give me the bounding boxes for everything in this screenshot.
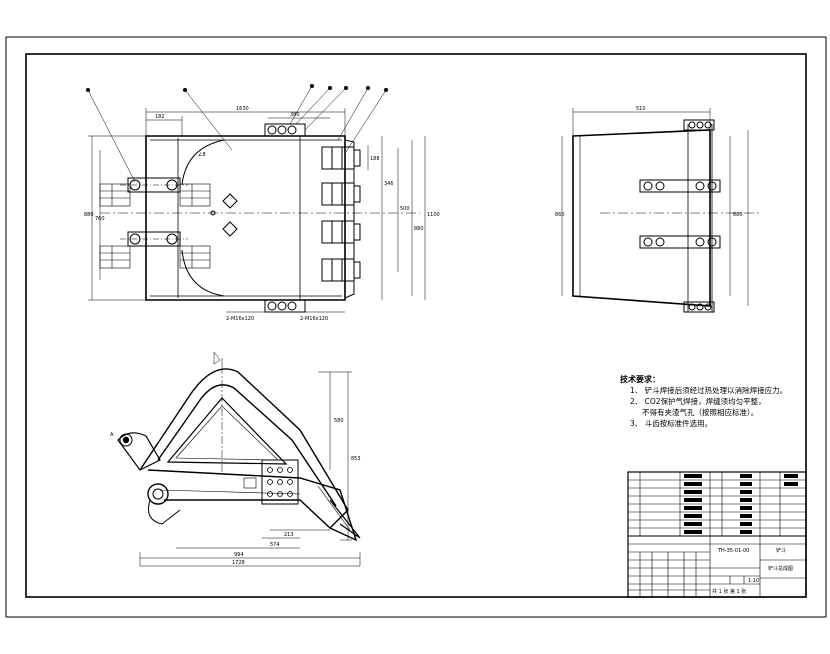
top-view-dimension-labels: 1630 182 380 188 346 500 880 1100 880 76… <box>84 106 440 322</box>
dim-bottom-b4: 1728 <box>232 560 245 566</box>
dim-bottom-weld1: 2-M16x120 <box>226 316 254 322</box>
elevation-dimension-labels: 213 574 994 1728 580 853 A <box>110 418 361 566</box>
note-item: 2、 CO2保护气焊接，焊缝须均匀平整， <box>630 397 766 406</box>
dim-bottom-b3: 994 <box>234 552 244 558</box>
assembly-name: 铲斗总成图 <box>768 565 793 572</box>
dim-right-v3: 500 <box>400 206 410 212</box>
dim-side-h: 860 <box>555 212 565 218</box>
note-item-continued: 不得有夹渣气孔（按照相应标准）。 <box>642 408 759 417</box>
drawing-scale: 1:10 <box>748 578 759 584</box>
technical-requirements: 技术要求： 1、 铲斗焊接后须经过热处理以消除焊接应力。 2、 CO2保护气焊接… <box>620 374 810 429</box>
title-block-parts-fill <box>684 474 798 534</box>
elevation-view <box>117 351 361 567</box>
drawing-number: TH-35-01-00 <box>717 548 749 554</box>
title-block-text: TH-35-01-00 铲斗 铲斗总成图 1:10 共 1 张 第 1 张 <box>712 547 793 595</box>
dim-right-v4: 880 <box>414 226 424 232</box>
top-view <box>86 84 426 313</box>
dim-top-width: 1630 <box>236 106 249 112</box>
note-item: 3、 斗齿按标准件选用。 <box>630 419 713 428</box>
title-block <box>627 471 807 598</box>
dim-side-width: 510 <box>636 106 646 112</box>
dim-side-h2: 680 <box>733 212 743 218</box>
inner-frame <box>25 53 807 598</box>
section-label: A <box>110 432 114 438</box>
dim-bottom-weld2: 2-M16x120 <box>300 316 328 322</box>
sheet-count: 共 1 张 第 1 张 <box>712 588 746 595</box>
notes-title: 技术要求： <box>620 375 660 384</box>
dim-right-v2: 346 <box>384 181 394 187</box>
outer-frame <box>5 36 827 618</box>
dim-bottom-b2: 574 <box>270 542 280 548</box>
dim-vertical-v1: 580 <box>334 418 344 424</box>
side-view <box>561 108 760 313</box>
dim-vertical-v2: 853 <box>351 456 361 462</box>
dim-top-left-offset: 182 <box>155 114 165 120</box>
dim-left-h1: 880 <box>84 212 94 218</box>
drawing-name: 铲斗 <box>776 547 786 554</box>
side-view-dimension-labels: 510 860 680 <box>555 106 743 218</box>
note-item: 1、 铲斗焊接后须经过热处理以消除焊接应力。 <box>630 386 788 395</box>
dim-top-lug-width: 380 <box>290 112 300 118</box>
dim-bottom-b1: 213 <box>284 532 294 538</box>
dim-left-h2: 760 <box>95 216 105 222</box>
dim-right-v1: 188 <box>370 156 380 162</box>
dim-right-v5: 1100 <box>427 212 440 218</box>
weld-note: ∠8 <box>198 152 206 158</box>
